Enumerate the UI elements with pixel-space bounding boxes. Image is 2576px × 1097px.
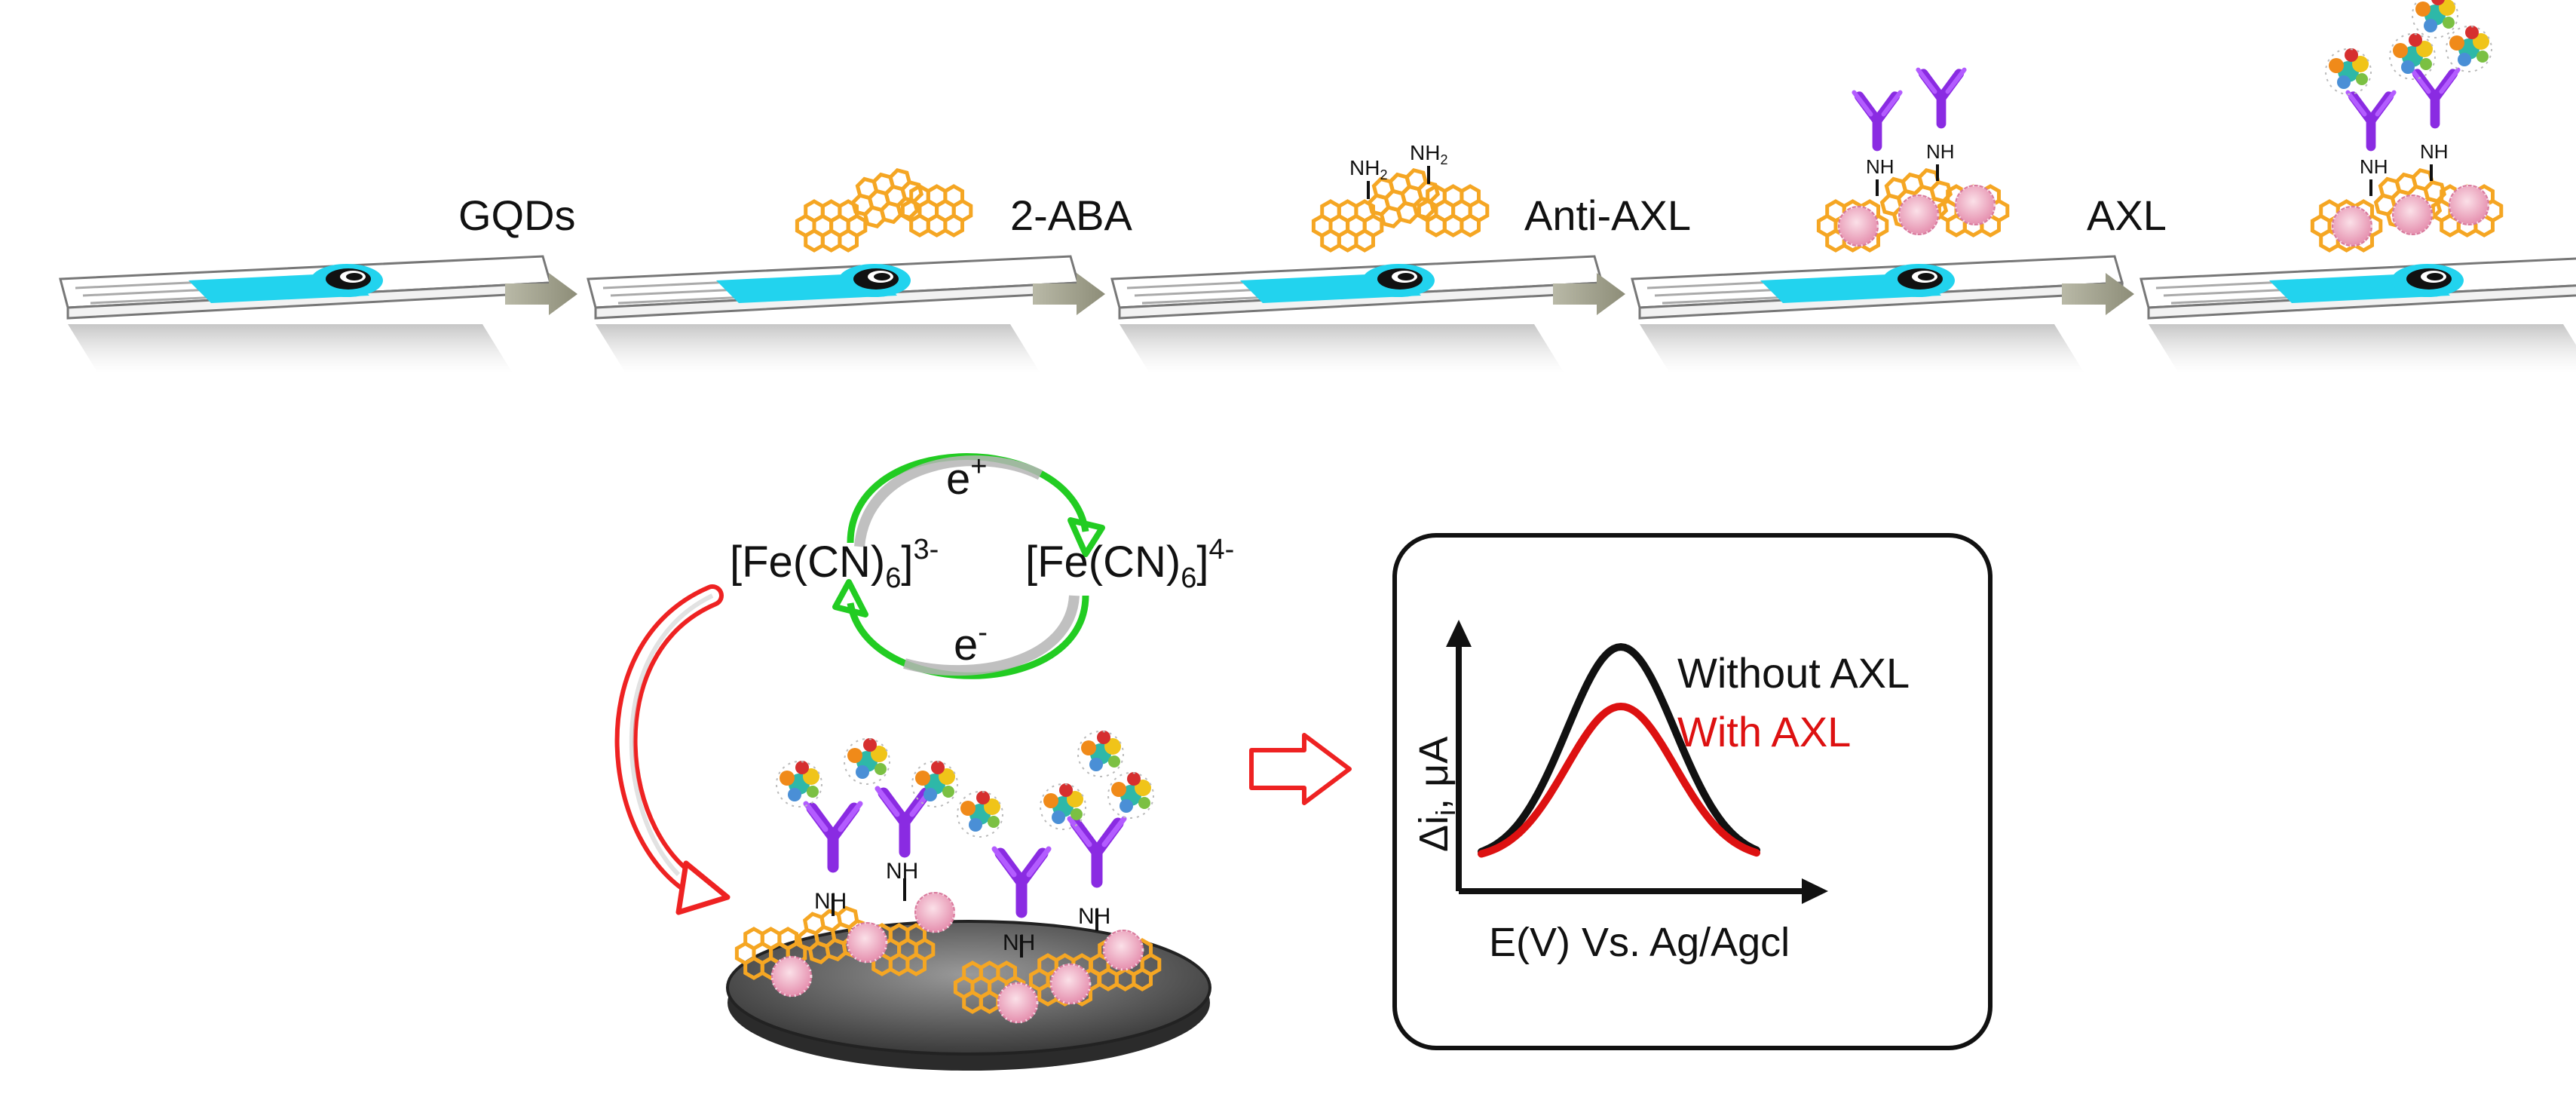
- nh-label-4: NH: [2420, 140, 2449, 163]
- step-label-axl: AXL: [2087, 192, 2167, 239]
- curve-with-axl: [1478, 702, 1760, 858]
- electron-top-label: e+: [946, 451, 987, 504]
- electrode-strip-antigen: NH NH: [2140, 0, 2576, 375]
- redox-cycle: [832, 453, 1105, 679]
- result-arrow: [1249, 733, 1352, 805]
- nh-label-1: NH: [1866, 155, 1894, 178]
- curve-without-axl: [1478, 642, 1760, 856]
- red-curved-arrow: [614, 584, 731, 915]
- nh-label-2: NH: [1926, 140, 1955, 163]
- electrode-strip-antibody: NH NH: [1631, 70, 2124, 375]
- electron-bottom-label: e-: [954, 617, 988, 670]
- electrode-strip-gqd: [587, 166, 1080, 375]
- electrode-strip-amine: NH2 NH2: [1110, 141, 1603, 375]
- disc-nh-4: NH: [1078, 904, 1110, 929]
- ferrocyanide-label: [Fe(CN)6]4-: [1025, 534, 1234, 594]
- disc-nh-1: NH: [814, 889, 847, 914]
- disc-nh-2: NH: [886, 859, 918, 884]
- y-axis-label: Δii, μA: [1411, 737, 1461, 852]
- legend-without-axl: Without AXL: [1677, 649, 1910, 697]
- electrode-strip-bare: [59, 255, 552, 375]
- ferricyanide-label: [Fe(CN)6]3-: [730, 534, 939, 594]
- x-axis-label: E(V) Vs. Ag/Agcl: [1489, 920, 1790, 965]
- step-label-anti-axl: Anti-AXL: [1524, 192, 1691, 239]
- disc-nh-3: NH: [1003, 930, 1035, 955]
- step-label-2aba: 2-ABA: [1010, 192, 1132, 239]
- amine-label-2: NH2: [1410, 141, 1447, 167]
- amine-label-1: NH2: [1349, 156, 1387, 182]
- nh-label-3: NH: [2360, 155, 2388, 178]
- step-label-gqds: GQDs: [458, 192, 576, 239]
- modified-electrode-disc: NH NH NH NH: [726, 730, 1211, 1071]
- legend-with-axl: With AXL: [1677, 708, 1851, 755]
- dpv-plot-axes: [1446, 620, 1828, 904]
